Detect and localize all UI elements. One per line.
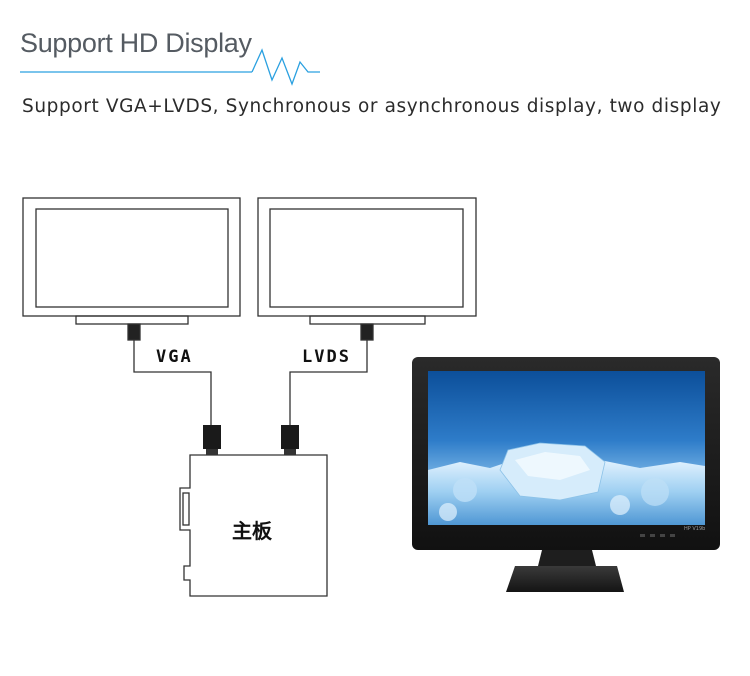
mainboard-label: 主板	[232, 519, 272, 543]
mainboard-box	[179, 454, 328, 597]
vga-cable	[133, 340, 212, 425]
lcd-monitor	[412, 357, 720, 592]
monitor-brand: HP V19b	[684, 526, 706, 532]
right-monitor-outline	[257, 197, 477, 341]
page-title: Support HD Display	[20, 28, 252, 58]
left-monitor-outline	[22, 197, 241, 341]
lvds-connector	[281, 425, 299, 455]
page-subtitle: Support VGA+LVDS, Synchronous or asynchr…	[22, 96, 722, 117]
ice-image	[428, 442, 705, 525]
header-accent-line	[20, 48, 400, 86]
vga-connector	[203, 425, 221, 455]
lvds-cable	[289, 340, 368, 425]
vga-label: VGA	[156, 347, 193, 367]
lvds-label: LVDS	[302, 347, 351, 367]
